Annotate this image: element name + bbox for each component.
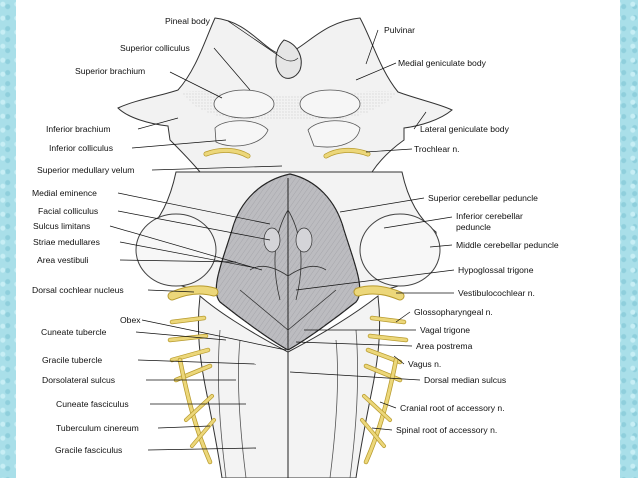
label-inferior-brachium: Inferior brachium [46,124,110,134]
label-facial-colliculus: Facial colliculus [38,206,98,216]
label-dorsal-median-sulcus: Dorsal median sulcus [424,375,506,385]
label-cuneate-tubercle: Cuneate tubercle [41,327,107,337]
label-trochlear-n: Trochlear n. [414,144,460,154]
label-cranial-root-accessory-n: Cranial root of accessory n. [400,403,505,413]
label-vagus-n: Vagus n. [408,359,441,369]
label-superior-colliculus: Superior colliculus [120,43,190,53]
label-hypoglossal-trigone: Hypoglossal trigone [458,265,534,275]
middle-cerebellar-peduncle-left [135,213,217,287]
inferior-colliculus-left [214,120,269,147]
label-gracile-fasciculus: Gracile fasciculus [55,445,122,455]
label-medial-eminence: Medial eminence [32,188,97,198]
nerve-roots-left [167,315,216,465]
label-pulvinar: Pulvinar [384,25,415,35]
label-obex: Obex [120,315,141,325]
facial-colliculus-right [295,227,313,253]
label-inferior-cerebellar: Inferior cerebellar [456,211,523,221]
label-glossopharyngeal-n: Glossopharyngeal n. [414,307,493,317]
label-medial-geniculate-body: Medial geniculate body [398,58,487,68]
label-area-vestibuli: Area vestibuli [37,255,89,265]
facial-colliculus-left [263,227,281,253]
label-gracile-tubercle: Gracile tubercle [42,355,102,365]
label-pineal-body: Pineal body [165,16,211,26]
label-dorsolateral-sulcus: Dorsolateral sulcus [42,375,115,385]
label-superior-medullary-velum: Superior medullary velum [37,165,134,175]
label-peduncle: peduncle [456,222,491,232]
leader-lines [109,20,455,451]
label-cuneate-fasciculus: Cuneate fasciculus [56,399,129,409]
vestibulocochlear-nerve-right [354,286,404,300]
label-area-postrema: Area postrema [416,341,473,351]
pineal-body [275,39,302,79]
label-superior-cerebellar-peduncle: Superior cerebellar peduncle [428,193,538,203]
label-spinal-root-accessory-n: Spinal root of accessory n. [396,425,497,435]
superior-colliculus-right [299,89,361,119]
middle-cerebellar-peduncle-right [359,213,441,287]
labels: Pineal body Superior colliculus Superior… [32,16,559,455]
label-vagal-trigone: Vagal trigone [420,325,470,335]
label-tuberculum-cinereum: Tuberculum cinereum [56,423,139,433]
inferior-colliculus-right [307,120,361,148]
label-striae-medullares: Striae medullares [33,237,100,247]
label-vestibulocochlear-n: Vestibulocochlear n. [458,288,535,298]
label-dorsal-cochlear-nucleus: Dorsal cochlear nucleus [32,285,124,295]
label-lateral-geniculate-body: Lateral geniculate body [420,124,510,134]
label-middle-cerebellar-peduncle: Middle cerebellar peduncle [456,240,559,250]
nerve-roots-right [360,315,409,465]
label-inferior-colliculus: Inferior colliculus [49,143,113,153]
vestibulocochlear-nerve-left [168,286,218,300]
superior-colliculus-left [213,89,275,119]
label-sulcus-limitans: Sulcus limitans [33,221,90,231]
label-superior-brachium: Superior brachium [75,66,145,76]
